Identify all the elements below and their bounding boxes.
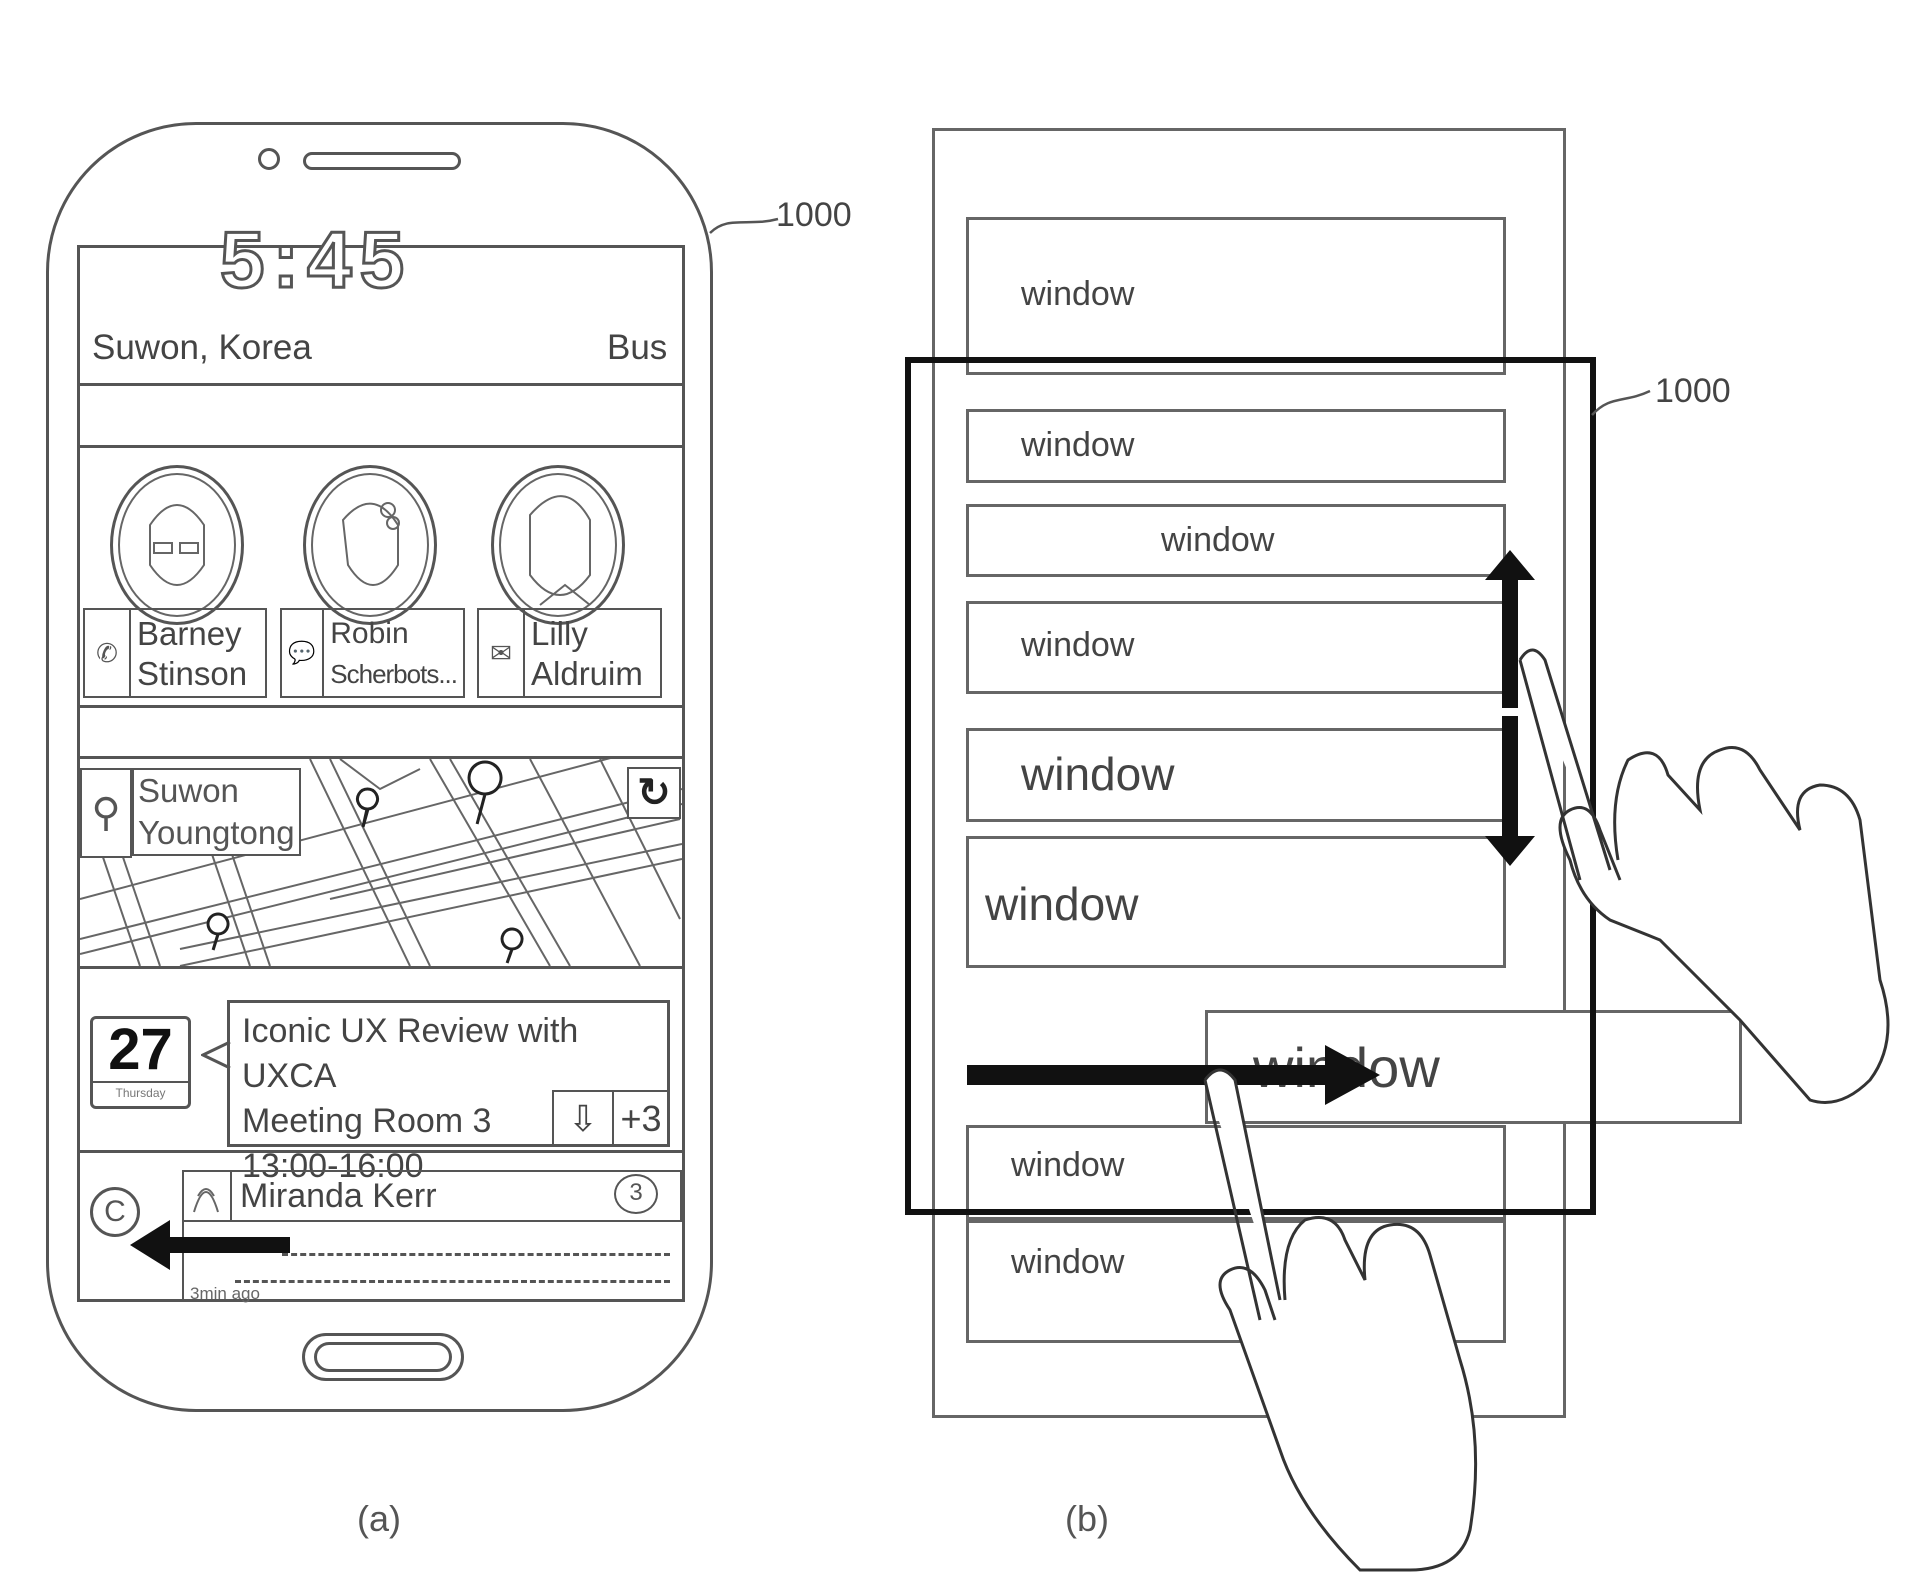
message-header[interactable]: Miranda Kerr 3 xyxy=(182,1170,682,1222)
divider xyxy=(77,383,685,386)
calendar-event-card[interactable]: Iconic UX Review with UXCA Meeting Room … xyxy=(227,1000,670,1185)
location-label: Suwon, Korea xyxy=(92,328,312,367)
reference-numeral-b: 1000 xyxy=(1655,372,1731,410)
refresh-icon[interactable]: ↻ xyxy=(627,767,681,819)
expand-down-icon[interactable]: ⇩ xyxy=(552,1090,612,1145)
speech-bubble-icon[interactable]: 💬 xyxy=(282,610,325,696)
more-events-button[interactable]: +3 xyxy=(612,1090,668,1145)
front-camera xyxy=(258,148,280,170)
message-text-placeholder xyxy=(235,1280,670,1283)
contact-card-robin[interactable]: 💬 Robin Scherbots... xyxy=(280,608,465,698)
earpiece-speaker xyxy=(303,152,461,170)
calendar-day-number: 27 xyxy=(108,1017,173,1082)
divider xyxy=(77,756,685,759)
horizontal-drag-arrow xyxy=(967,1045,1380,1105)
phone-icon[interactable]: ✆ xyxy=(85,610,131,696)
window-5[interactable]: window xyxy=(966,728,1506,822)
message-preview[interactable] xyxy=(182,1222,682,1302)
window-3[interactable]: window xyxy=(966,504,1506,577)
divider xyxy=(77,445,685,448)
message-time: 3min ago xyxy=(190,1284,260,1303)
message-text-placeholder xyxy=(282,1253,670,1256)
hand-icon-drag xyxy=(1203,1068,1478,1572)
window-1[interactable]: window xyxy=(966,217,1506,375)
hand-icon-scroll xyxy=(1518,648,1890,1104)
chat-app-icon[interactable]: C xyxy=(90,1187,140,1237)
clock: 5:45 xyxy=(220,220,413,298)
map-place-label: Suwon Youngtong xyxy=(132,768,301,856)
envelope-icon[interactable]: ✉ xyxy=(479,610,525,696)
avatar-lilly[interactable] xyxy=(491,465,625,625)
event-time: 13:00-16:00 xyxy=(242,1147,424,1185)
window-2[interactable]: window xyxy=(966,409,1506,483)
sender-avatar xyxy=(184,1172,232,1220)
vertical-scroll-arrow xyxy=(1485,550,1535,866)
contact-card-lilly[interactable]: ✉ Lilly Aldruim xyxy=(477,608,662,698)
window-4[interactable]: window xyxy=(966,601,1506,694)
swipe-left-arrow xyxy=(130,1220,290,1270)
contact-name: Barney Stinson xyxy=(137,615,248,692)
event-location: Meeting Room 3 xyxy=(242,1102,492,1140)
unread-count-badge: 3 xyxy=(614,1174,658,1214)
contact-name: Robin Scherbots... xyxy=(330,617,458,689)
caption-a: (a) xyxy=(357,1498,401,1539)
divider xyxy=(77,705,685,708)
reference-numeral-a: 1000 xyxy=(776,196,852,234)
event-title: Iconic UX Review with UXCA xyxy=(242,1012,579,1095)
transport-label: Bus xyxy=(607,328,668,367)
home-button[interactable] xyxy=(302,1333,464,1381)
ref-leader-a xyxy=(709,217,779,234)
avatar-barney[interactable] xyxy=(110,465,244,625)
contact-name: Lilly Aldruim xyxy=(531,615,643,692)
avatar-robin[interactable] xyxy=(303,465,437,625)
caption-b: (b) xyxy=(1065,1498,1109,1539)
calendar-weekday: Thursday xyxy=(93,1081,188,1103)
ref-leader-b xyxy=(1591,389,1651,416)
event-bubble-pointer xyxy=(201,1040,231,1070)
virtual-window-stack xyxy=(932,128,1566,1418)
location-pin-icon: ⚲ xyxy=(80,768,132,858)
sender-name: Miranda Kerr xyxy=(240,1176,437,1215)
avatar-faces xyxy=(149,495,591,606)
calendar-date-badge[interactable]: 27 Thursday xyxy=(90,1016,191,1109)
divider xyxy=(77,1150,685,1153)
window-6[interactable]: window xyxy=(966,836,1506,968)
home-button-inner xyxy=(314,1342,452,1372)
contact-card-barney[interactable]: ✆ Barney Stinson xyxy=(83,608,267,698)
divider xyxy=(77,966,685,969)
